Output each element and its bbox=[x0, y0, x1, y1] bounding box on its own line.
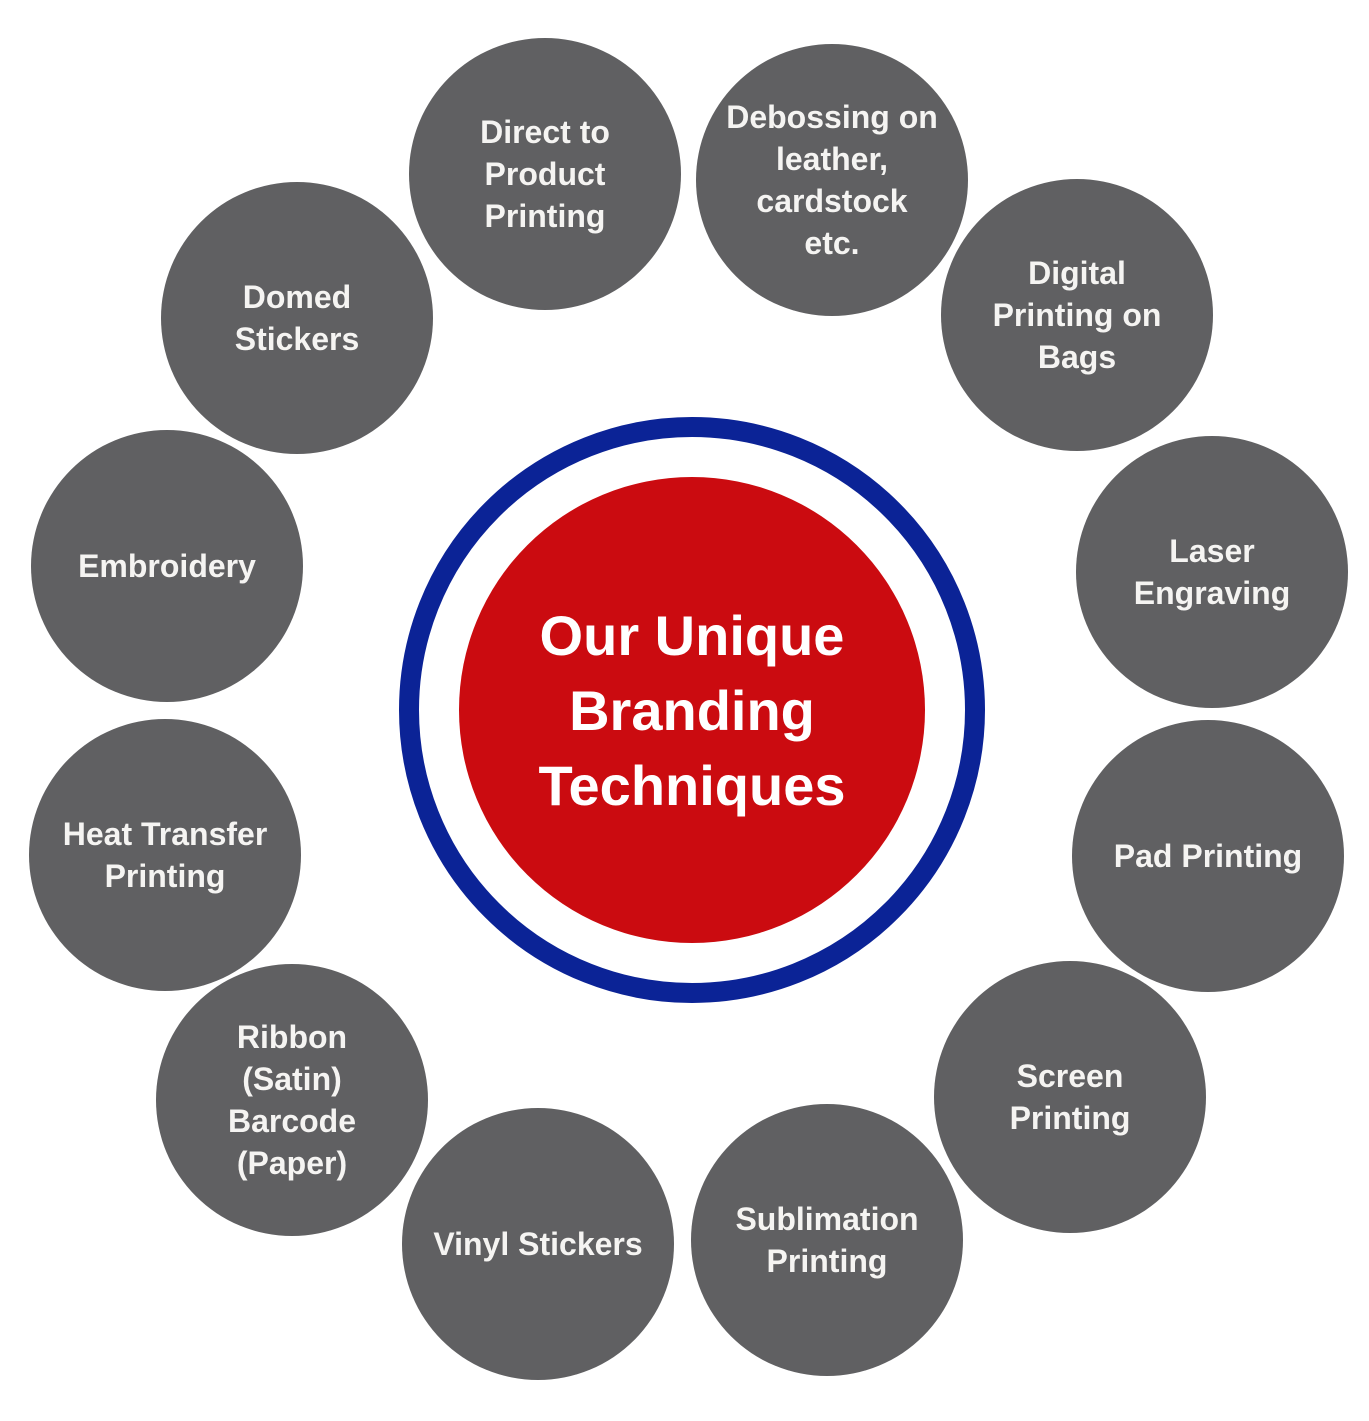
node-pad-printing: Pad Printing bbox=[1072, 720, 1344, 992]
node-domed-stickers: Domed Stickers bbox=[161, 182, 433, 454]
node-vinyl-stickers: Vinyl Stickers bbox=[402, 1108, 674, 1380]
node-laser-engraving-label: Laser Engraving bbox=[1133, 533, 1291, 611]
node-embroidery: Embroidery bbox=[31, 430, 303, 702]
node-laser-engraving: Laser Engraving bbox=[1076, 436, 1348, 708]
node-embroidery-label: Embroidery bbox=[78, 548, 256, 584]
node-debossing: Debossing on leather, cardstock etc. bbox=[696, 44, 968, 316]
node-heat-transfer-printing: Heat Transfer Printing bbox=[29, 719, 301, 991]
node-heat-transfer-printing-label: Heat Transfer Printing bbox=[62, 816, 268, 894]
node-direct-to-product-printing: Direct to Product Printing bbox=[409, 38, 681, 310]
node-domed-stickers-label: Domed Stickers bbox=[234, 279, 360, 357]
node-debossing-label: Debossing on leather, cardstock etc. bbox=[726, 99, 938, 261]
node-vinyl-stickers-label: Vinyl Stickers bbox=[433, 1226, 643, 1262]
node-digital-printing-on-bags: Digital Printing on Bags bbox=[941, 179, 1213, 451]
center-title: Our Unique Branding Techniques bbox=[538, 603, 846, 817]
node-screen-printing: Screen Printing bbox=[934, 961, 1206, 1233]
node-ribbon-satin-barcode-paper-label: Ribbon (Satin) Barcode (Paper) bbox=[227, 1019, 357, 1181]
node-direct-to-product-printing-label: Direct to Product Printing bbox=[480, 114, 610, 234]
node-screen-printing-label: Screen Printing bbox=[1009, 1058, 1131, 1136]
node-ribbon-satin-barcode-paper: Ribbon (Satin) Barcode (Paper) bbox=[156, 964, 428, 1236]
node-pad-printing-label: Pad Printing bbox=[1113, 838, 1303, 874]
node-sublimation-printing: Sublimation Printing bbox=[691, 1104, 963, 1376]
node-sublimation-printing-label: Sublimation Printing bbox=[735, 1201, 919, 1279]
center-circle: Our Unique Branding Techniques bbox=[459, 477, 925, 943]
node-digital-printing-on-bags-label: Digital Printing on Bags bbox=[992, 255, 1162, 375]
